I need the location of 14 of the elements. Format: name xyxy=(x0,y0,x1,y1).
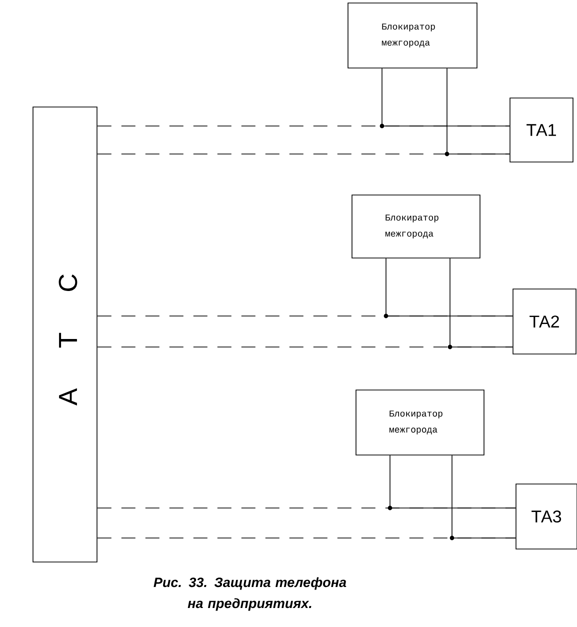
exchange-box: А Т С xyxy=(32,106,98,562)
blocker-box: Блокиратор межгорода xyxy=(348,2,478,68)
blocker-box: Блокиратор межгорода xyxy=(352,194,480,258)
telephone-box: ТА2 xyxy=(512,288,576,354)
junction-line xyxy=(444,68,510,156)
junction-line xyxy=(384,258,513,318)
caption: Рис. 33. Защита телефона на предприятиях. xyxy=(154,577,346,611)
telephone-box: ТА1 xyxy=(510,98,574,162)
junction-line xyxy=(380,68,510,128)
junction-line xyxy=(450,455,516,540)
blocker-box: Блокиратор межгорода xyxy=(356,390,484,456)
junction-line xyxy=(388,455,516,510)
junction-line xyxy=(448,258,513,350)
telephone-box: ТА3 xyxy=(516,484,577,550)
